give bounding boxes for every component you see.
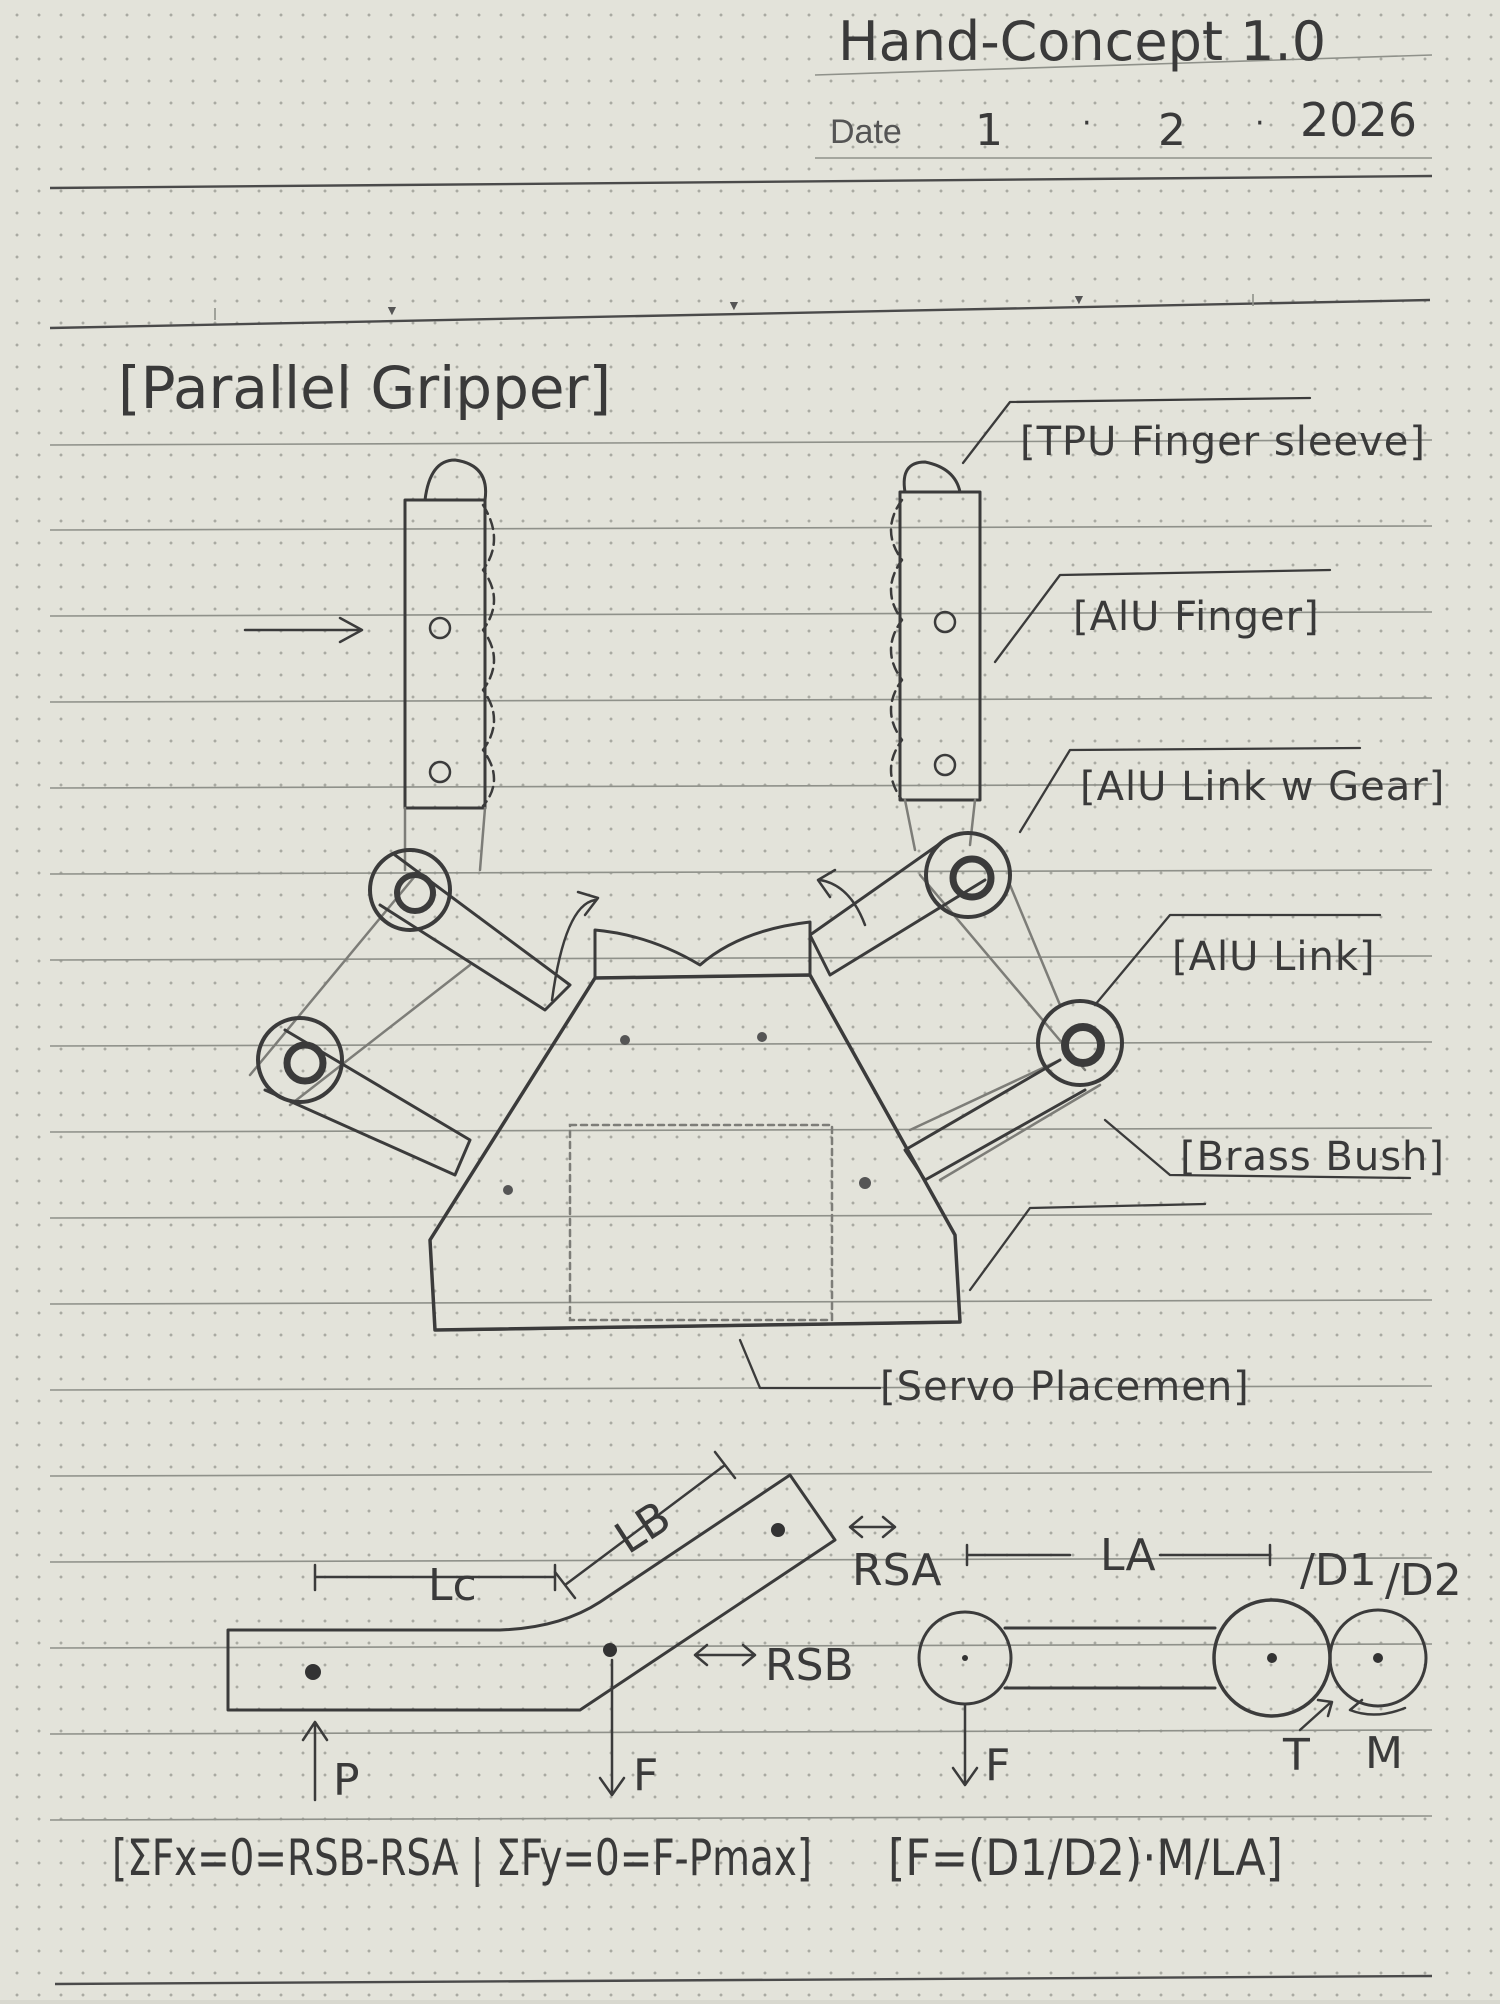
- title-rule: [814, 54, 1433, 76]
- left-lower-link: [263, 1028, 472, 1177]
- svg-text:▼: ▼: [727, 297, 741, 313]
- left-rotation-arrow: [550, 898, 597, 1002]
- right-rotation-arrow: [818, 878, 867, 927]
- dim-lc-line: [313, 1563, 557, 1592]
- grip-arrow-head: [338, 616, 364, 644]
- date-dot-2: ·: [1255, 106, 1265, 141]
- header-divider: [49, 174, 1433, 190]
- servo-outline: [568, 1123, 834, 1322]
- svg-text:▼: ▼: [385, 302, 399, 318]
- dim-lb-line: [553, 1450, 737, 1600]
- label-tpu-sleeve: [TPU Finger sleeve]: [1020, 419, 1426, 465]
- force-rsa: RSA: [852, 1545, 941, 1596]
- label-alu-finger: [AlU Finger]: [1073, 594, 1320, 640]
- moment-m: M: [1365, 1728, 1403, 1779]
- torque-t-arrow: [1298, 1698, 1334, 1732]
- left-finger-hole-lower: [428, 760, 452, 784]
- label-alu-link-gear: [AlU Link w Gear]: [1080, 764, 1445, 810]
- date-dot-1: ·: [1082, 106, 1092, 141]
- lever-outline: [226, 1473, 837, 1712]
- f-right-arrow: [951, 1703, 979, 1787]
- right-finger-hole-upper: [933, 610, 957, 634]
- svg-text:▼: ▼: [1072, 291, 1086, 307]
- right-finger-hole-lower: [933, 753, 957, 777]
- dim-la-line: [965, 1543, 1272, 1567]
- gear-train-analysis: /D1 /D2 F T M: [917, 1545, 1462, 1791]
- left-finger-hole-upper: [428, 616, 452, 640]
- right-upper-link: [808, 838, 987, 977]
- lever-analysis: Lc LB LA RSA RSB P F: [226, 1450, 1272, 1806]
- leader-lines: [738, 396, 1412, 1390]
- date-year: 2026: [1300, 93, 1417, 147]
- p-arrow: [301, 1720, 329, 1802]
- label-brass-bush: [Brass Bush]: [1180, 1134, 1445, 1180]
- dim-lb: LB: [606, 1492, 680, 1565]
- label-servo-placement: [Servo Placemen]: [880, 1364, 1250, 1410]
- link-bar: [1003, 1626, 1217, 1690]
- force-equation: [F=(D1/D2)·M/LA]: [888, 1829, 1283, 1887]
- date-month: 2: [1158, 105, 1186, 156]
- notebook-rules: ▼ ▼ ▼: [49, 291, 1433, 1986]
- gripper-drawing: [TPU Finger sleeve] [AlU Finger] [AlU Li…: [243, 396, 1445, 1410]
- force-f-left: F: [633, 1750, 658, 1801]
- date-day: 1: [975, 105, 1003, 156]
- label-alu-link: [AlU Link]: [1172, 934, 1376, 980]
- gear-cutout: [593, 920, 812, 980]
- date-label: Date: [830, 113, 902, 151]
- gripper-base: [428, 973, 962, 1332]
- equilibrium-equations: [ΣFx=0=RSB-RSA | ΣFy=0=F-Pmax]: [112, 1829, 812, 1887]
- right-finger: [889, 460, 982, 852]
- force-p: P: [333, 1755, 360, 1806]
- pivot-bushes: [256, 831, 1124, 1104]
- moment-m-arrow: [1348, 1698, 1407, 1716]
- torque-t: T: [1282, 1730, 1310, 1781]
- dim-lc: Lc: [428, 1560, 477, 1611]
- section-title: [Parallel Gripper]: [118, 354, 611, 422]
- force-rsb: RSB: [765, 1640, 854, 1691]
- left-upper-link: [378, 853, 572, 1012]
- rsa-arrow: [848, 1515, 897, 1539]
- gear-d2: [1328, 1608, 1428, 1708]
- dim-d2: /D2: [1385, 1555, 1462, 1606]
- page-title: Hand-Concept 1.0: [838, 10, 1326, 73]
- page-header: Hand-Concept 1.0 Date 1 · 2 · 2026: [49, 10, 1433, 190]
- dim-d1: /D1: [1300, 1545, 1377, 1596]
- rsb-arrow: [693, 1643, 757, 1667]
- f-left-arrow: [598, 1658, 626, 1797]
- force-f-right: F: [985, 1740, 1010, 1791]
- dim-la: LA: [1100, 1530, 1156, 1581]
- left-finger: [403, 458, 496, 872]
